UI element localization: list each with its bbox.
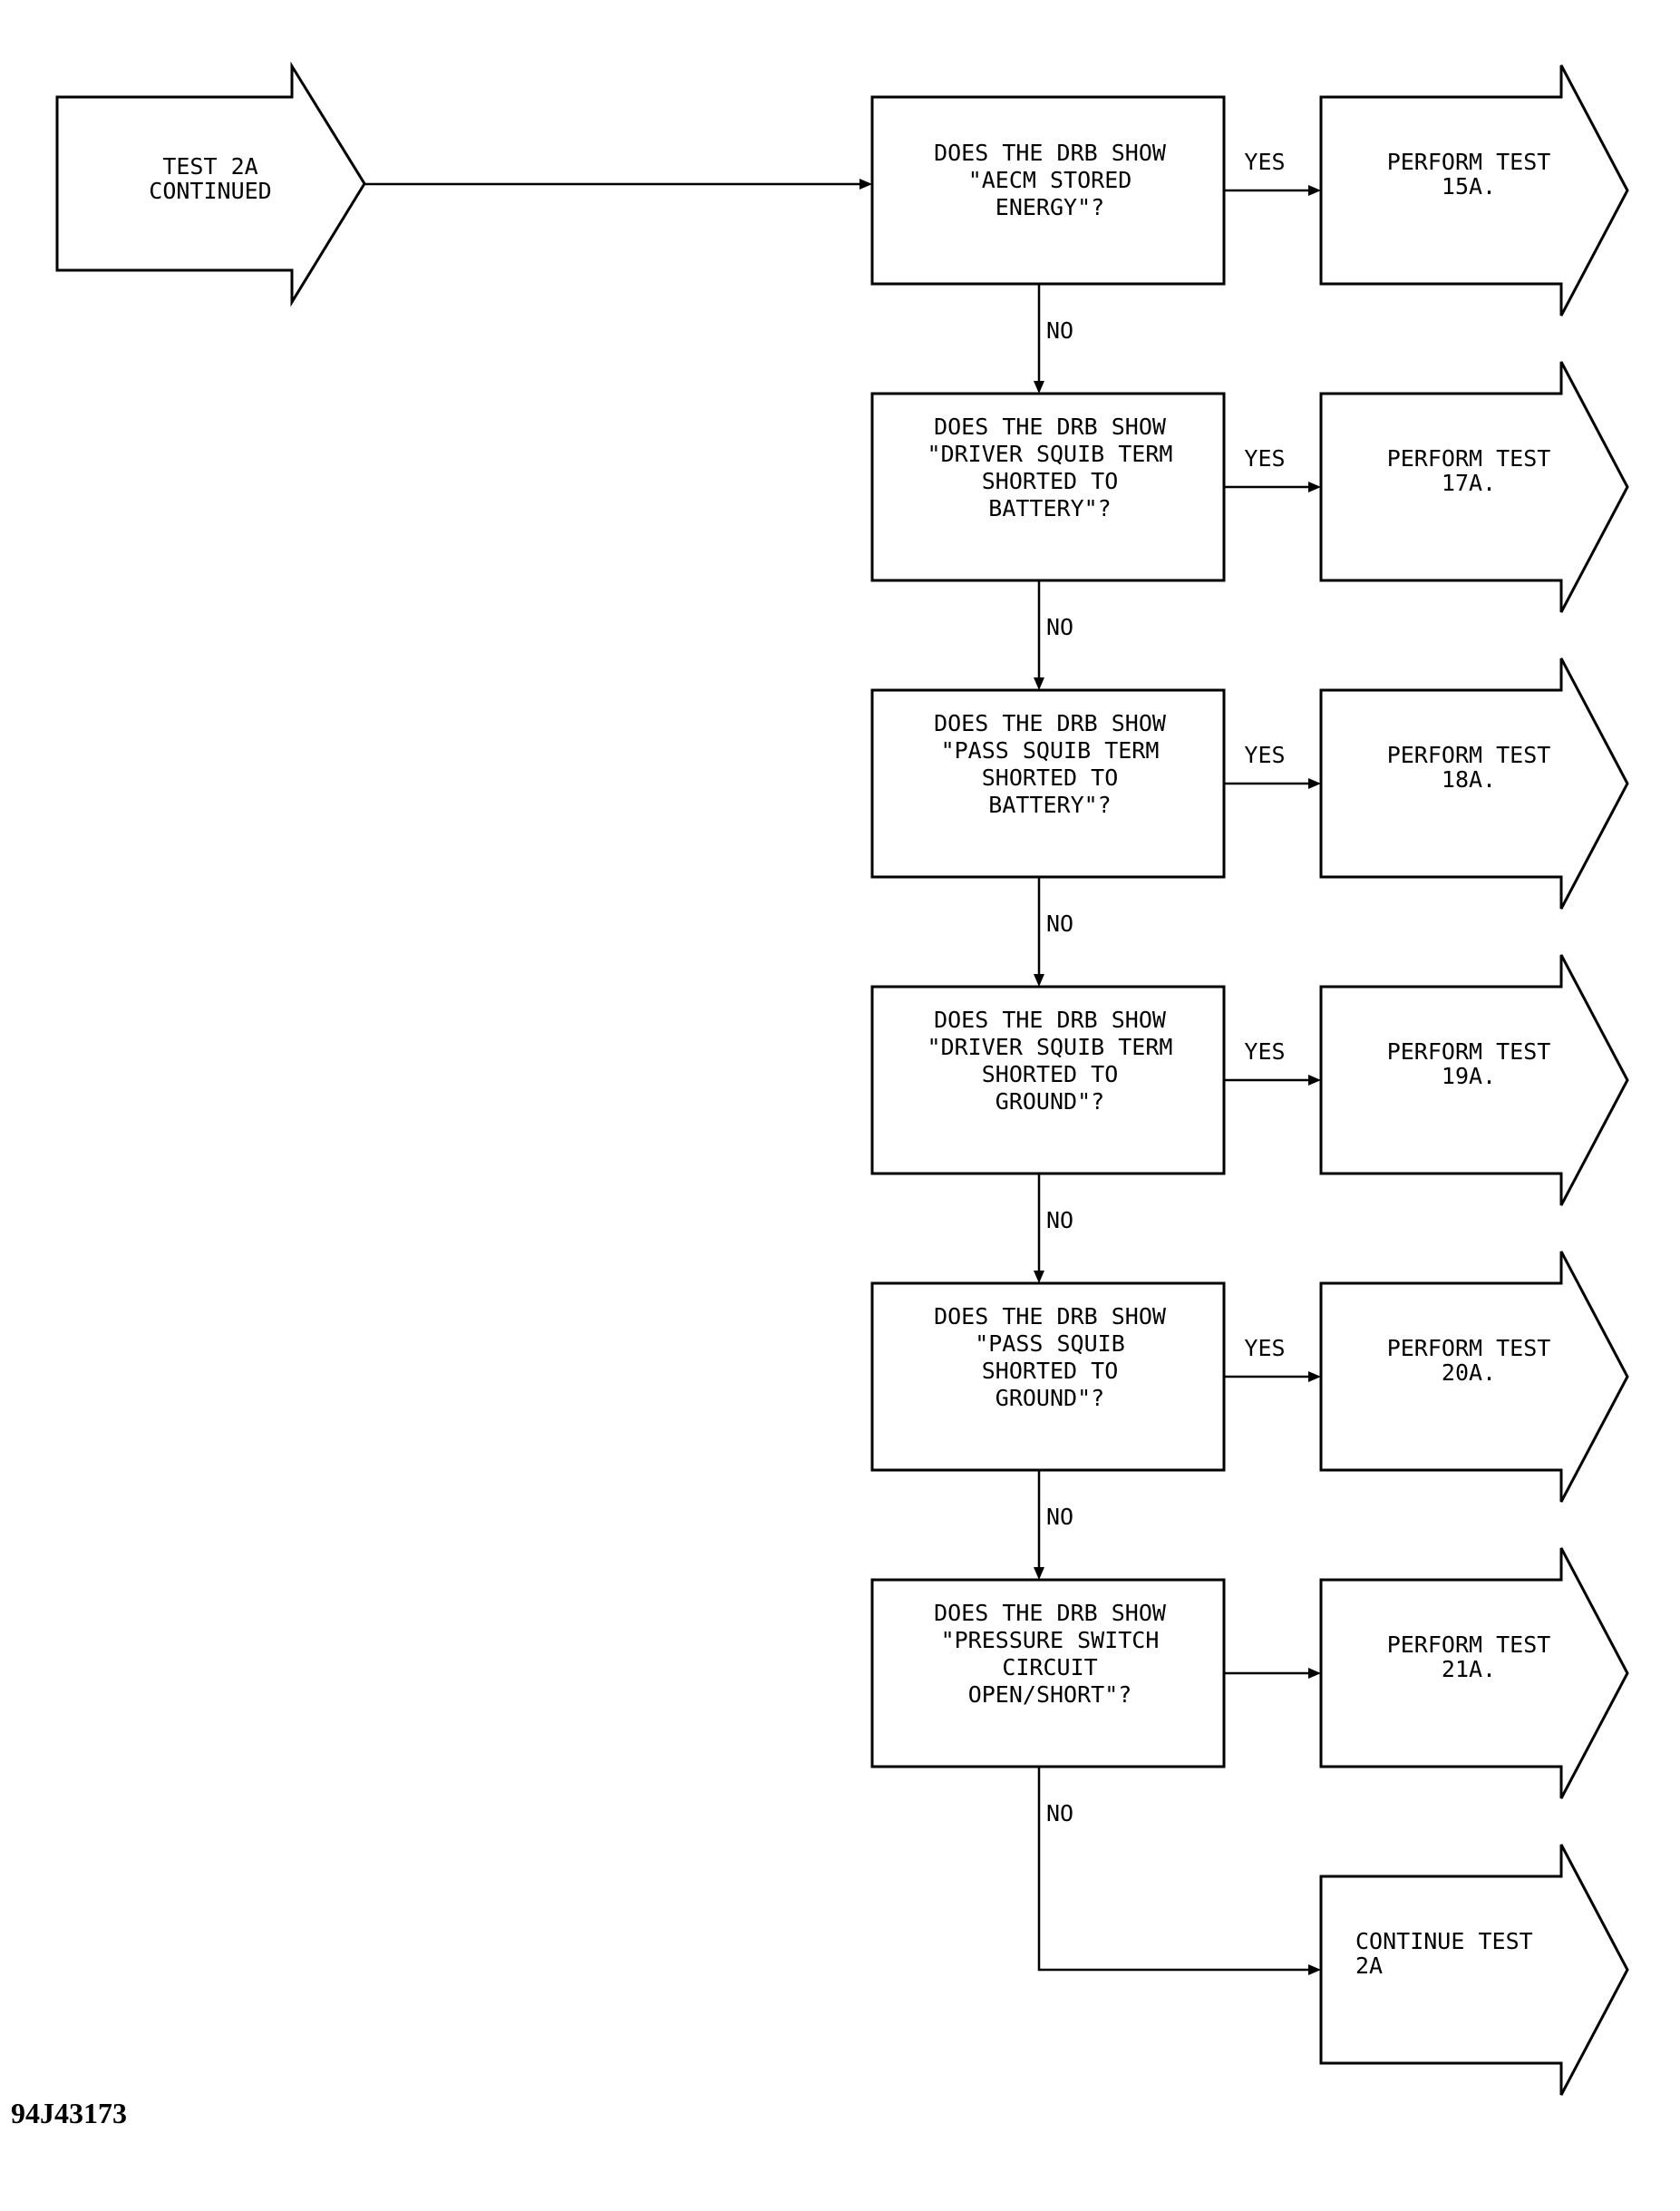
decision-text-3-line: "PASS SQUIB TERM bbox=[941, 737, 1160, 764]
final-no-connector bbox=[1037, 1767, 1310, 1972]
decision-text-4-line: SHORTED TO bbox=[982, 1061, 1119, 1087]
no-label: NO bbox=[1046, 1504, 1073, 1530]
decision-text-1-line: "AECM STORED bbox=[968, 167, 1132, 193]
yes-connector-5-head bbox=[1308, 1371, 1321, 1382]
yes-connector-3-head bbox=[1308, 778, 1321, 789]
start-arrow bbox=[55, 61, 366, 307]
decision-text-6-line: "PRESSURE SWITCH bbox=[941, 1627, 1160, 1653]
end-arrow-text-line: 2A bbox=[1355, 1953, 1383, 1979]
decision-box-4 bbox=[870, 985, 1226, 1175]
action-text-5-line: 20A. bbox=[1442, 1359, 1496, 1386]
decision-text-1-line: DOES THE DRB SHOW bbox=[934, 140, 1167, 166]
decision-text-1-line: ENERGY"? bbox=[995, 194, 1104, 220]
decision-text-4-line: GROUND"? bbox=[995, 1088, 1104, 1115]
decision-text-5-line: DOES THE DRB SHOW bbox=[934, 1303, 1167, 1330]
end-arrow-text-line: CONTINUE TEST bbox=[1355, 1928, 1533, 1954]
action-arrow-2 bbox=[1319, 361, 1629, 613]
no-label: NO bbox=[1046, 1207, 1073, 1233]
action-arrow-5 bbox=[1319, 1251, 1629, 1503]
no-connector-1-head bbox=[1034, 381, 1044, 394]
no-label: NO bbox=[1046, 614, 1073, 640]
decision-text-2-line: BATTERY"? bbox=[988, 495, 1111, 521]
decision-text-6-line: CIRCUIT bbox=[1002, 1654, 1097, 1680]
decision-box-2 bbox=[870, 392, 1226, 582]
action-text-6-line: PERFORM TEST bbox=[1387, 1631, 1551, 1658]
decision-text-4-line: "DRIVER SQUIB TERM bbox=[927, 1034, 1173, 1060]
start-arrow-text-line: TEST 2A bbox=[162, 153, 257, 180]
decision-text-2-line: "DRIVER SQUIB TERM bbox=[927, 441, 1173, 467]
yes-label: YES bbox=[1244, 742, 1285, 768]
start-connector-head bbox=[859, 179, 872, 190]
decision-box-1 bbox=[870, 95, 1226, 286]
no-connector-2-head bbox=[1034, 677, 1044, 690]
action-text-4-line: 19A. bbox=[1442, 1063, 1496, 1089]
action-text-3-line: 18A. bbox=[1442, 766, 1496, 793]
decision-box-5 bbox=[870, 1281, 1226, 1472]
action-arrow-6 bbox=[1319, 1547, 1629, 1799]
decision-text-3-line: DOES THE DRB SHOW bbox=[934, 710, 1167, 736]
action-arrow-4 bbox=[1319, 954, 1629, 1206]
no-label: NO bbox=[1046, 911, 1073, 937]
decision-text-5-line: SHORTED TO bbox=[982, 1358, 1119, 1384]
no-connector-3-head bbox=[1034, 974, 1044, 987]
yes-connector-2-head bbox=[1308, 482, 1321, 492]
yes-label: YES bbox=[1244, 445, 1285, 472]
action-text-6-line: 21A. bbox=[1442, 1656, 1496, 1682]
action-text-2-line: PERFORM TEST bbox=[1387, 445, 1551, 472]
action-text-4-line: PERFORM TEST bbox=[1387, 1038, 1551, 1065]
action-text-5-line: PERFORM TEST bbox=[1387, 1335, 1551, 1361]
start-arrow-text-line: CONTINUED bbox=[149, 178, 271, 204]
yes-label: YES bbox=[1244, 1335, 1285, 1361]
decision-text-2-line: DOES THE DRB SHOW bbox=[934, 414, 1167, 440]
yes-connector-4-head bbox=[1308, 1075, 1321, 1086]
decision-text-3-line: BATTERY"? bbox=[988, 792, 1111, 818]
decision-text-5-line: "PASS SQUIB bbox=[975, 1330, 1125, 1357]
no-connector-4-head bbox=[1034, 1271, 1044, 1283]
decision-text-6-line: DOES THE DRB SHOW bbox=[934, 1600, 1167, 1626]
yes-connector-6-head bbox=[1308, 1668, 1321, 1679]
figure-id: 94J43173 bbox=[11, 2097, 127, 2129]
yes-label: YES bbox=[1244, 149, 1285, 175]
no-label: NO bbox=[1046, 317, 1073, 344]
no-label: NO bbox=[1046, 1800, 1073, 1826]
no-connector-5-head bbox=[1034, 1567, 1044, 1580]
final-no-connector-head bbox=[1308, 1964, 1321, 1975]
end-arrow bbox=[1319, 1844, 1629, 2096]
action-text-2-line: 17A. bbox=[1442, 470, 1496, 496]
decision-text-5-line: GROUND"? bbox=[995, 1385, 1104, 1411]
decision-text-3-line: SHORTED TO bbox=[982, 765, 1119, 791]
yes-connector-1-head bbox=[1308, 185, 1321, 196]
decision-text-2-line: SHORTED TO bbox=[982, 468, 1119, 494]
action-text-1-line: PERFORM TEST bbox=[1387, 149, 1551, 175]
decision-box-3 bbox=[870, 688, 1226, 879]
action-text-1-line: 15A. bbox=[1442, 173, 1496, 200]
decision-text-6-line: OPEN/SHORT"? bbox=[968, 1681, 1132, 1708]
action-arrow-3 bbox=[1319, 657, 1629, 910]
yes-label: YES bbox=[1244, 1038, 1285, 1065]
decision-box-6 bbox=[870, 1578, 1226, 1768]
action-text-3-line: PERFORM TEST bbox=[1387, 742, 1551, 768]
decision-text-4-line: DOES THE DRB SHOW bbox=[934, 1007, 1167, 1033]
action-arrow-1 bbox=[1319, 64, 1629, 317]
